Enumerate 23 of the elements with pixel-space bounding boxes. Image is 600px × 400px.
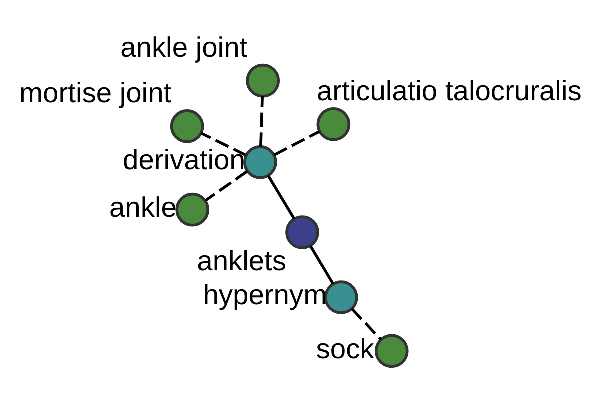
node-label: sock <box>316 332 374 364</box>
node-label: hypernym <box>203 278 328 310</box>
node-label: ankle <box>110 190 177 222</box>
node-circle <box>316 107 351 141</box>
connector <box>204 170 248 202</box>
connector <box>351 307 382 340</box>
connector <box>267 174 296 220</box>
node-label: derivation <box>123 142 246 175</box>
node-circle <box>324 280 358 314</box>
node-circle <box>246 63 280 98</box>
node-label: mortise joint <box>20 76 172 108</box>
node-circle <box>243 145 278 179</box>
node-circle <box>170 109 204 143</box>
node-label: articulatio talocruralis <box>316 74 582 106</box>
node-label: anklets <box>197 244 287 276</box>
node-circle <box>374 334 409 368</box>
node-circle <box>176 192 210 226</box>
node-circle <box>286 215 320 249</box>
connector <box>260 96 264 146</box>
node-label: ankle joint <box>120 30 248 62</box>
connector <box>274 130 320 156</box>
connector <box>310 245 334 284</box>
connector <box>200 132 247 156</box>
